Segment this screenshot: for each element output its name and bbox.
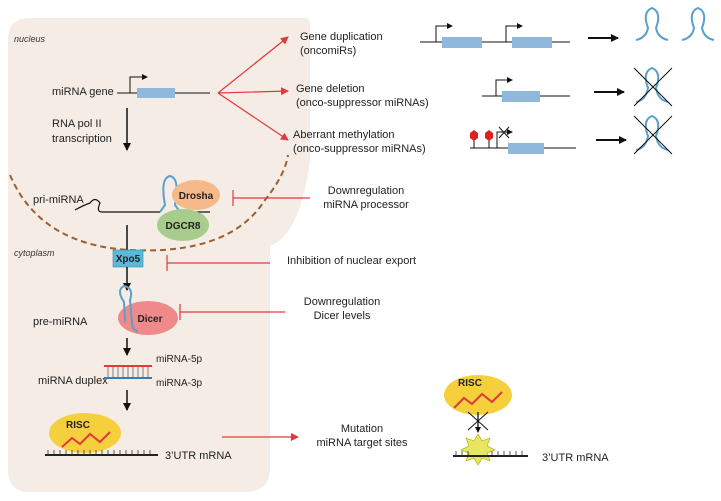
dicer-label: Dicer [137, 314, 162, 325]
drosha-protein [172, 180, 220, 210]
alteration-5-line1: Inhibition of nuclear export [287, 255, 416, 267]
nuclear-membrane [9, 154, 289, 252]
cell-region [8, 18, 310, 492]
duplex-base-pairs [107, 367, 149, 377]
risc-block-2 [467, 411, 489, 431]
meth-block-2 [498, 126, 510, 139]
del-gene-box [502, 91, 540, 102]
alteration-7-line2: miRNA target sites [316, 437, 408, 449]
alteration-4-line2: miRNA processor [323, 199, 409, 211]
alteration-4-line1: Downregulation [328, 185, 404, 197]
meth-cross-2 [633, 115, 673, 155]
pri-mirna-label: pri-miRNA [33, 194, 84, 206]
target-mrna-bases [47, 450, 151, 455]
duplex-label: miRNA duplex [38, 375, 108, 387]
transcription-label-1: RNA pol II [52, 118, 102, 130]
alteration-3-line2: (onco-suppressor miRNAs) [293, 143, 426, 155]
dup-hairpin-2 [681, 6, 715, 41]
utr-mrna-label: 3’UTR mRNA [165, 450, 232, 462]
right-utr-mrna-label: 3’UTR mRNA [542, 452, 609, 464]
strand-5p-label: miRNA-5p [156, 354, 203, 365]
mirna-gene-label: miRNA gene [52, 86, 114, 98]
dgcr8-protein [157, 209, 209, 241]
risc-label: RISC [66, 420, 90, 431]
del-cross-2 [633, 67, 673, 107]
risc-complex-right [444, 375, 512, 415]
meth-gene-box [508, 143, 544, 154]
nucleus-label: nucleus [14, 34, 46, 44]
drosha-label: Drosha [179, 191, 214, 202]
risc-right-guide-strand [453, 391, 503, 409]
strand-3p-label: miRNA-3p [156, 378, 203, 389]
pri-mirna-strand [74, 198, 160, 213]
alteration-1-line1: Gene duplication [300, 31, 383, 43]
del-promoter-icon [495, 77, 513, 96]
alteration-2-line2: (onco-suppressor miRNAs) [296, 97, 429, 109]
transcription-label-2: transcription [52, 133, 112, 145]
inhibition-bars [166, 190, 310, 320]
gene-box [137, 88, 175, 98]
dgcr8-label: DGCR8 [165, 221, 200, 232]
xpo5-protein [112, 249, 144, 268]
pre-mirna-label: pre-miRNA [33, 316, 88, 328]
alteration-6-line2: Dicer levels [314, 310, 371, 322]
risc-right-label: RISC [458, 378, 482, 389]
pre-mirna-hairpin [119, 284, 139, 333]
alteration-6-line1: Downregulation [304, 296, 380, 308]
alteration-2-line1: Gene deletion [296, 83, 365, 95]
alteration-arrows [217, 36, 289, 141]
right-mrna-bases [455, 451, 523, 456]
risc-guide-strand [61, 431, 111, 448]
dup-promoter-2-icon [505, 23, 523, 42]
promoter-arrow-icon [129, 74, 148, 93]
xpo5-label: Xpo5 [116, 254, 141, 265]
meth-promoter-icon [496, 129, 513, 148]
alteration-7-line1: Mutation [341, 423, 383, 435]
methyl-group-icon-2 [485, 130, 493, 141]
cytoplasm-label: cytoplasm [14, 248, 55, 258]
dup-hairpin-1 [635, 6, 669, 41]
dup-gene-box-2 [512, 37, 552, 48]
methyl-group-icon-1 [470, 130, 478, 141]
alteration-1-line2: (oncomiRs) [300, 45, 356, 57]
alteration-3-line1: Aberrant methylation [293, 129, 395, 141]
mutation-starburst-icon [460, 433, 496, 466]
dup-gene-box-1 [442, 37, 482, 48]
dup-promoter-1-icon [435, 23, 453, 42]
